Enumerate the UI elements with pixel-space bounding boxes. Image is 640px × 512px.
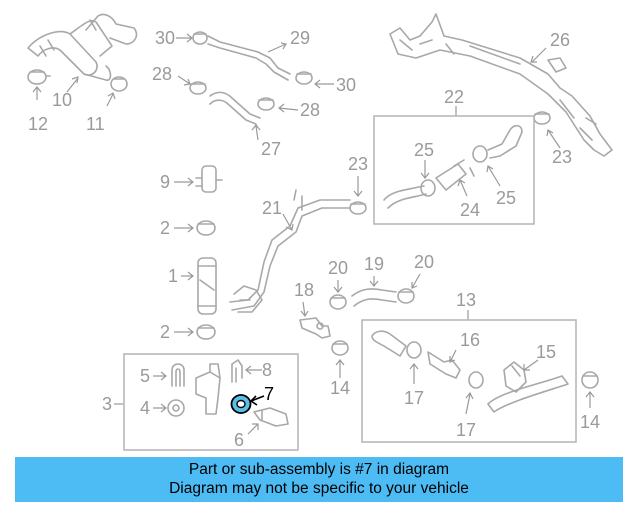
subassembly-box-3: [123, 353, 299, 451]
callout-27: 27: [261, 139, 281, 159]
callout-17-a: 17: [404, 388, 424, 408]
callout-10: 10: [52, 90, 72, 110]
hose-22-parts: [383, 124, 523, 209]
pipe-29: [207, 35, 291, 81]
callout-16: 16: [460, 330, 480, 350]
callout-23-b: 23: [348, 154, 368, 174]
callout-15: 15: [536, 342, 556, 362]
clamp-23-a: [533, 111, 551, 125]
callout-19: 19: [364, 254, 384, 274]
clamp-28-b: [257, 97, 275, 111]
callout-30-b: 30: [336, 75, 356, 95]
o-ring-4: [167, 399, 185, 417]
callout-17-b: 17: [456, 420, 476, 440]
banner-line-2: Diagram may not be specific to your vehi…: [169, 480, 469, 497]
callout-2-a: 2: [160, 218, 170, 238]
clamp-14-a: [331, 340, 349, 356]
callout-29: 29: [290, 28, 310, 48]
callout-1: 1: [168, 266, 178, 286]
clamp-12: [27, 69, 51, 85]
clamp-28-a: [189, 81, 207, 95]
callout-23-a: 23: [552, 147, 572, 167]
clamp-20-a: [329, 294, 347, 310]
callout-18: 18: [294, 280, 314, 300]
clamp-30-a: [192, 31, 208, 45]
pipe-1: [197, 257, 217, 315]
subassembly-box-13: [361, 319, 577, 443]
banner-line-1: Part or sub-assembly is #7 in diagram: [188, 461, 450, 478]
callout-14-a: 14: [330, 378, 350, 398]
info-banner: Part or sub-assembly is #7 in diagram Di…: [15, 457, 623, 502]
valve-9: [195, 165, 223, 193]
callout-25-a: 25: [414, 140, 434, 160]
callout-20-b: 20: [414, 252, 434, 272]
hose-5: [171, 363, 185, 387]
callout-25-b: 25: [496, 188, 516, 208]
clip-8: [231, 359, 243, 383]
callout-28-a: 28: [152, 64, 172, 84]
hose-13-parts: [371, 330, 569, 413]
subassembly-box-22: [373, 115, 535, 225]
hose-27: [209, 91, 261, 125]
callout-3: 3: [102, 394, 112, 414]
callout-7: 7: [264, 384, 274, 404]
tee-fitting: [195, 363, 221, 415]
hose-19: [351, 288, 397, 307]
clamp-14-b: [581, 371, 599, 389]
callout-2-b: 2: [160, 322, 170, 342]
callout-4: 4: [140, 398, 150, 418]
callout-26: 26: [550, 30, 570, 50]
fitting-18: [299, 317, 331, 339]
callout-12: 12: [28, 114, 48, 134]
clamp-23-b: [349, 201, 367, 215]
callout-14-b: 14: [580, 412, 600, 432]
callout-20-a: 20: [328, 258, 348, 278]
callout-13: 13: [456, 290, 476, 310]
callout-22: 22: [444, 87, 464, 107]
fitting-6: [253, 407, 289, 427]
callout-6: 6: [234, 430, 244, 450]
clamp-11: [110, 76, 128, 92]
pipe-21: [229, 189, 351, 313]
callout-24: 24: [460, 200, 480, 220]
o-ring-7-highlighted[interactable]: [230, 394, 252, 414]
callout-8: 8: [262, 360, 272, 380]
hose-assembly-10: [27, 13, 138, 81]
callout-30-a: 30: [155, 28, 175, 48]
clamp-2-b: [196, 324, 216, 340]
callout-9: 9: [160, 172, 170, 192]
callout-5: 5: [140, 366, 150, 386]
callout-11: 11: [86, 114, 105, 134]
callout-28-b: 28: [300, 100, 320, 120]
pipe-bracket-26: [389, 13, 613, 157]
clamp-30-b: [295, 71, 313, 85]
callout-21: 21: [262, 198, 282, 218]
clamp-2-a: [196, 220, 216, 236]
clamp-20-b: [397, 288, 415, 304]
